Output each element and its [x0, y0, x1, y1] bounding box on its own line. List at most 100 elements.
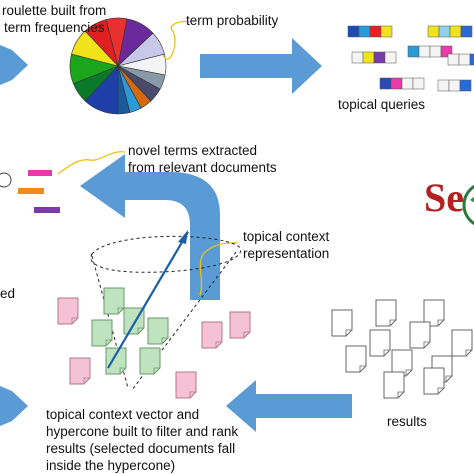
query-cell [459, 79, 472, 92]
roulette-label-2: term frequencies [4, 20, 105, 35]
document-icon [147, 317, 169, 345]
document-fold [105, 339, 112, 346]
connector-topical-context [199, 242, 239, 296]
documents-group [57, 287, 473, 399]
topical-context-label-1: topical context [243, 229, 330, 244]
document-icon [139, 347, 161, 375]
document-fold [83, 377, 90, 384]
document-fold [437, 387, 444, 394]
document-icon [201, 321, 223, 349]
document-fold [359, 365, 366, 372]
query-cell [449, 25, 462, 38]
query-cell [373, 51, 386, 64]
topical-context-label-2: representation [243, 246, 330, 261]
arrow-results-to-hypercone [226, 380, 352, 432]
document-fold [189, 391, 196, 398]
document-fold [465, 349, 472, 356]
logo-emblem [462, 184, 474, 226]
arrow-pie-to-queries [200, 38, 322, 94]
document-icon [105, 347, 127, 375]
query-cell [427, 25, 440, 38]
document-icon [423, 367, 445, 395]
novel-terms-label-2: from relevant documents [128, 160, 277, 175]
document-icon [375, 299, 397, 327]
document-icon [91, 319, 113, 347]
document-fold [423, 341, 430, 348]
arrow-left-bottom [0, 386, 28, 426]
query-cell [429, 45, 442, 58]
document-fold [243, 331, 250, 338]
document-icon [369, 329, 391, 357]
document-icon [451, 329, 473, 357]
query-cell [418, 45, 431, 58]
term-probability-label: term probability [186, 13, 279, 28]
query-cell [347, 25, 360, 38]
query-cell [437, 79, 450, 92]
document-fold [153, 367, 160, 374]
logo-leaf-icon [470, 196, 474, 203]
document-fold [405, 369, 412, 376]
document-fold [119, 367, 126, 374]
document-fold [389, 319, 396, 326]
logo-text: Se [424, 175, 464, 220]
hypercone-label-4: inside the hypercone) [46, 458, 176, 473]
query-cell [412, 77, 425, 90]
results-label: results [387, 414, 427, 429]
document-icon [175, 371, 197, 399]
query-cell [447, 53, 460, 66]
query-cell [448, 79, 461, 92]
topical-queries-label: topical queries [338, 97, 426, 112]
roulette-label-1: roulette built from [2, 3, 107, 18]
document-icon [345, 345, 367, 373]
query-cell [407, 45, 420, 58]
connector-novel-terms [57, 151, 126, 175]
hypercone-label-2: hypercone built to filter and rank [46, 424, 239, 439]
query-cell [438, 25, 451, 38]
document-fold [71, 317, 78, 324]
query-cell [401, 77, 414, 90]
document-fold [161, 337, 168, 344]
query-cell [369, 25, 382, 38]
query-cell [460, 25, 473, 38]
term-bar-pink [28, 170, 52, 176]
left-cut-label: ed [0, 286, 16, 301]
query-cell [380, 25, 393, 38]
query-cell [379, 77, 392, 90]
topical-queries-group [347, 25, 474, 92]
document-fold [383, 349, 390, 356]
document-icon [103, 287, 125, 315]
context-vector [107, 231, 189, 369]
document-fold [137, 327, 144, 334]
novel-terms-label-1: novel terms extracted [128, 143, 258, 158]
query-cell [351, 51, 364, 64]
document-fold [437, 319, 444, 326]
document-fold [215, 341, 222, 348]
term-bar-orange [18, 188, 44, 194]
roulette-pie [69, 17, 167, 115]
query-cell [362, 51, 375, 64]
document-fold [345, 329, 352, 336]
query-cell [469, 53, 474, 66]
query-cell [390, 77, 403, 90]
query-cell [440, 45, 453, 58]
document-fold [445, 375, 452, 382]
document-icon [69, 357, 91, 385]
arrow-left-top [0, 45, 28, 85]
pie-slice [117, 65, 131, 115]
document-icon [409, 321, 431, 349]
document-fold [117, 307, 124, 314]
query-cell [458, 53, 471, 66]
arrow-curved-up [80, 154, 220, 300]
document-icon [229, 311, 251, 339]
document-icon [383, 371, 405, 399]
document-fold [397, 391, 404, 398]
term-circle [0, 172, 12, 188]
document-icon [57, 297, 79, 325]
query-cell [384, 51, 397, 64]
hypercone-label-1: topical context vector and [46, 407, 200, 422]
document-icon [331, 309, 353, 337]
query-cell [358, 25, 371, 38]
context-vector-head [178, 230, 188, 244]
